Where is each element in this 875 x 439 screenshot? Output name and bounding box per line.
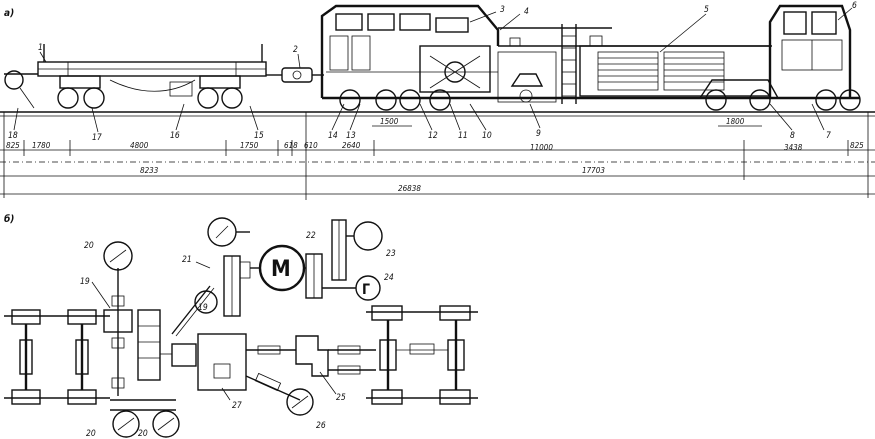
label-23: 23 (386, 249, 396, 259)
left-wheelsets (4, 309, 110, 405)
leader-lines-bottom (91, 261, 337, 401)
label-4: 4 (524, 7, 529, 17)
dimension-labels: 825 1780 4800 1750 618 610 2640 1500 110… (6, 117, 864, 193)
dim-1800: 1800 (726, 117, 745, 126)
dim-2640: 2640 (342, 141, 361, 150)
panel-b-label: б) (4, 213, 14, 225)
panel-a-label: а) (4, 8, 14, 19)
label-9: 9 (536, 129, 541, 139)
label-20-top: 20 (84, 241, 94, 251)
dim-618: 618 (284, 141, 298, 150)
label-17: 17 (92, 133, 102, 143)
label-5: 5 (704, 5, 709, 15)
label-26: 26 (316, 421, 326, 431)
part-labels-bottom: 19 20 20 20 21 22 23 24 25 26 27 19 (80, 231, 396, 439)
dim-3438: 3438 (784, 143, 803, 152)
label-27: 27 (232, 401, 242, 411)
label-21: 21 (182, 255, 192, 265)
coupling (266, 67, 324, 83)
label-10: 10 (482, 131, 492, 141)
label-24: 24 (384, 273, 394, 283)
label-15: 15 (254, 131, 264, 141)
label-14: 14 (328, 131, 338, 141)
label-6: 6 (852, 1, 857, 11)
label-2: 2 (293, 45, 298, 55)
label-18: 18 (8, 131, 18, 141)
label-8: 8 (790, 131, 795, 141)
gearbox-and-lines (197, 333, 376, 416)
label-20-bottom-right: 20 (138, 429, 148, 439)
right-wheelsets (366, 305, 478, 405)
dim-8233: 8233 (140, 166, 159, 175)
label-7: 7 (826, 131, 831, 141)
dimension-lines (0, 112, 875, 200)
motor-symbol: М (271, 257, 291, 282)
dim-1500: 1500 (380, 117, 399, 126)
label-19-center: 19 (198, 303, 208, 313)
label-16: 16 (170, 131, 180, 141)
flat-wagon (4, 44, 267, 109)
dim-610: 610 (304, 141, 318, 150)
pump-units (103, 241, 180, 438)
dim-11000: 11000 (530, 143, 553, 152)
machine-body (320, 4, 861, 111)
label-22: 22 (306, 231, 316, 241)
left-drive-train (103, 268, 197, 411)
label-12: 12 (428, 131, 438, 141)
dim-4800: 4800 (130, 141, 149, 150)
dim-1780: 1780 (32, 141, 51, 150)
part-labels-top: 1 2 3 4 5 6 7 8 9 10 11 12 13 14 15 16 1… (8, 1, 857, 143)
label-19-left: 19 (80, 277, 90, 287)
generator-symbol: Г (362, 282, 370, 298)
label-13: 13 (346, 131, 356, 141)
dim-1750: 1750 (240, 141, 259, 150)
central-drive: М Г (171, 217, 383, 337)
label-25: 25 (336, 393, 346, 403)
label-20-bottom-left: 20 (86, 429, 96, 439)
leader-lines (13, 7, 853, 133)
label-1: 1 (38, 43, 43, 53)
label-3: 3 (500, 5, 505, 15)
dim-825-left: 825 (6, 141, 20, 150)
dim-26838: 26838 (398, 184, 421, 193)
dim-825-right: 825 (850, 141, 864, 150)
label-11: 11 (458, 131, 468, 141)
dim-17703: 17703 (582, 166, 605, 175)
